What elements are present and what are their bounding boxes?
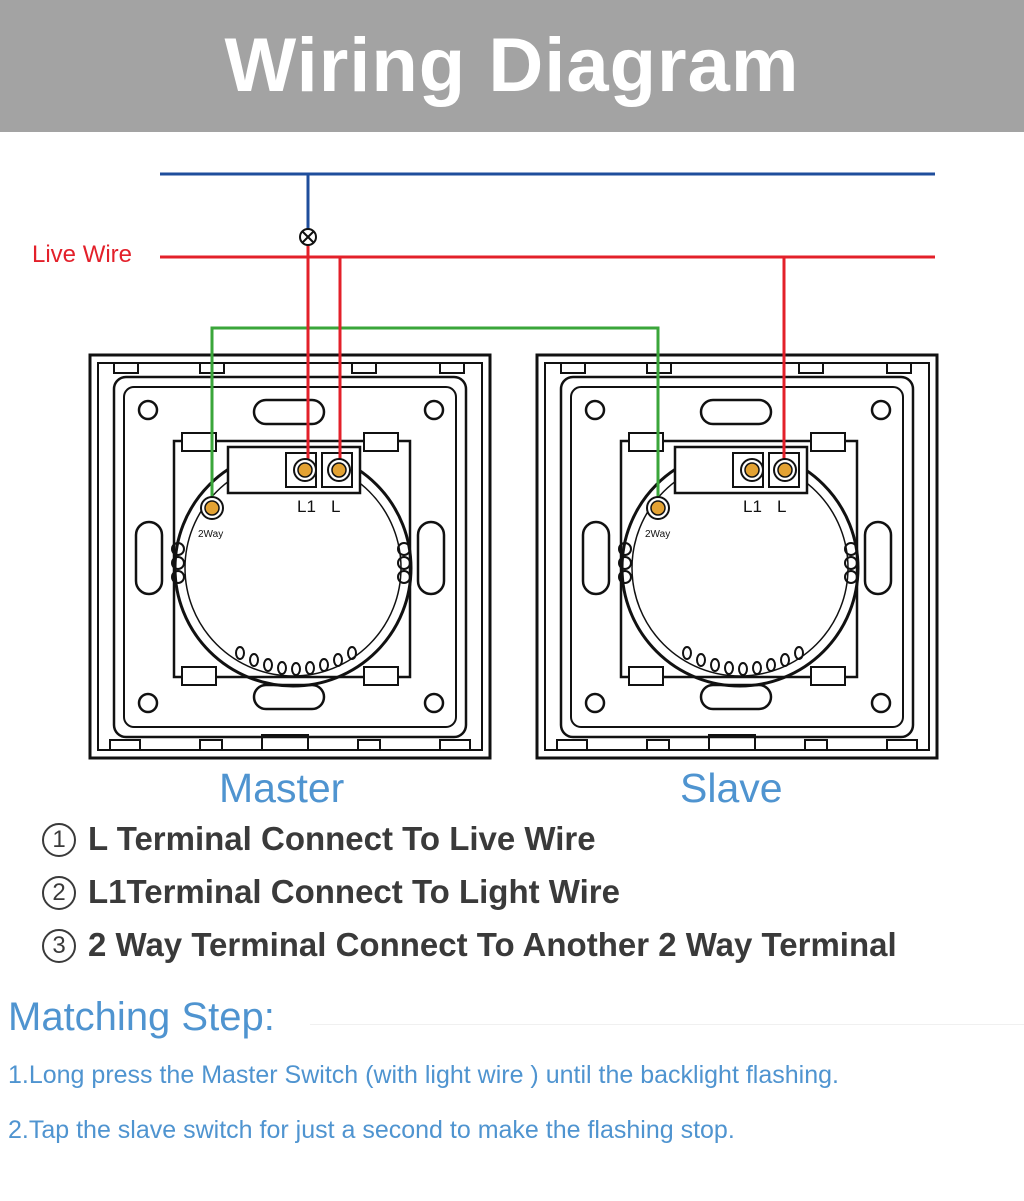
matching-step-1: 1.Long press the Master Switch (with lig… — [8, 1061, 839, 1089]
master-l1-label: L1 — [297, 497, 316, 516]
slave-two-way-label: 2Way — [645, 529, 670, 540]
master-l1-terminal — [293, 458, 317, 482]
slave-l1-terminal — [740, 458, 764, 482]
wiring-diagram: Live Wire 2Way L1 L 2Way L1 — [32, 172, 939, 760]
instruction-text: 2 Way Terminal Connect To Another 2 Way … — [88, 926, 897, 963]
step-number-badge: 2 — [42, 876, 76, 910]
title-banner: Wiring Diagram — [0, 0, 1024, 132]
master-label: Master — [219, 765, 345, 811]
instruction-text: L1Terminal Connect To Light Wire — [88, 873, 620, 910]
master-two-way-terminal — [200, 496, 224, 520]
live-wire-label: Live Wire — [32, 241, 132, 268]
two-way-link-wire — [210, 326, 660, 508]
lamp-icon — [299, 228, 317, 246]
slave-l1-label: L1 — [743, 497, 762, 516]
instruction-item: 2 L1Terminal Connect To Light Wire — [42, 875, 620, 910]
master-two-way-label: 2Way — [198, 529, 223, 540]
master-l-terminal — [327, 458, 351, 482]
page-title: Wiring Diagram — [224, 23, 800, 108]
step-number-badge: 1 — [42, 823, 76, 857]
master-l-label: L — [331, 497, 340, 516]
slave-label: Slave — [680, 765, 783, 811]
slave-two-way-terminal — [646, 496, 670, 520]
slave-l-terminal — [773, 458, 797, 482]
master-switch — [88, 353, 492, 760]
matching-step-2: 2.Tap the slave switch for just a second… — [8, 1116, 735, 1144]
slave-l-label: L — [777, 497, 786, 516]
instruction-text: L Terminal Connect To Live Wire — [88, 820, 596, 857]
instruction-item: 1 L Terminal Connect To Live Wire — [42, 822, 596, 857]
step-number-badge: 3 — [42, 929, 76, 963]
matching-step-title: Matching Step: — [8, 995, 275, 1039]
slave-switch — [535, 353, 939, 760]
instruction-item: 3 2 Way Terminal Connect To Another 2 Way… — [42, 928, 897, 963]
divider — [310, 1024, 1024, 1025]
